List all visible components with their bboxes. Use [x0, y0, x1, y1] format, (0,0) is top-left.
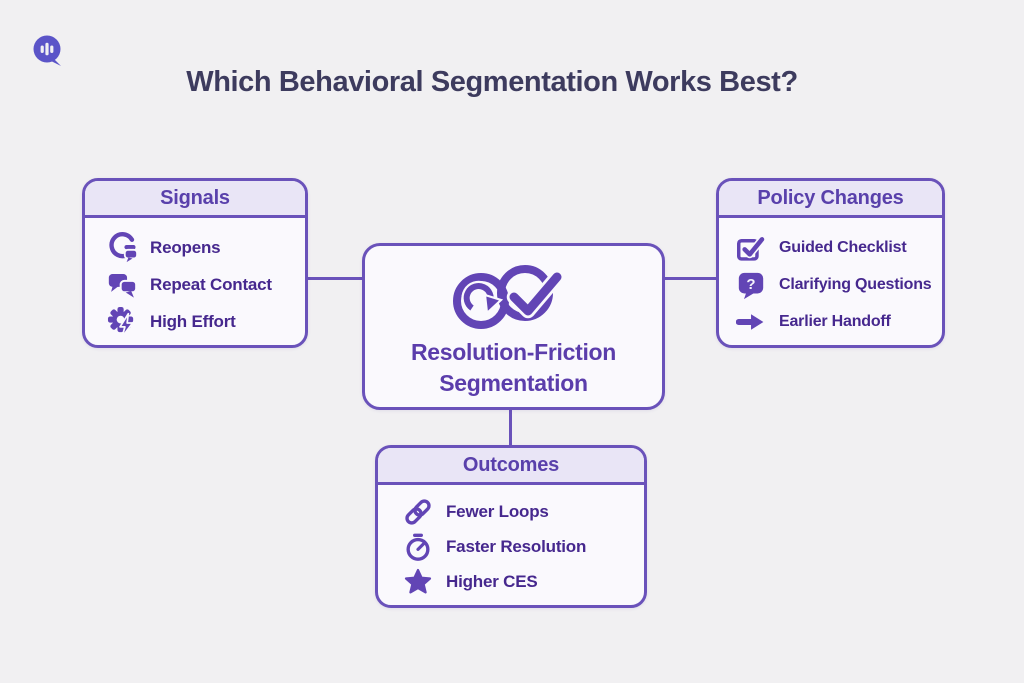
- signals-panel-title: Signals: [160, 186, 230, 209]
- list-item: Higher CES: [402, 564, 644, 599]
- list-item: Faster Resolution: [402, 529, 644, 564]
- outcomes-panel: Outcomes Fewer Loops: [375, 445, 647, 608]
- item-label: High Effort: [150, 311, 236, 331]
- checkbox-check-icon: [735, 234, 767, 262]
- policy-changes-panel-header: Policy Changes: [719, 181, 942, 218]
- page-title: Which Behavioral Segmentation Works Best…: [186, 66, 798, 98]
- list-item: Fewer Loops: [402, 494, 644, 529]
- outcomes-panel-body: Fewer Loops Faster Resolution: [378, 485, 644, 599]
- list-item: Repeat Contact: [106, 266, 305, 303]
- center-node-label-line2: Segmentation: [439, 369, 588, 396]
- reopen-loop-bubble-icon: [106, 232, 138, 263]
- list-item: Earlier Handoff: [735, 303, 942, 340]
- item-label: Faster Resolution: [446, 536, 587, 556]
- outcomes-panel-header: Outcomes: [378, 448, 644, 485]
- connector-center-to-outcomes: [509, 408, 512, 447]
- center-node-panel: Resolution-Friction Segmentation: [362, 243, 665, 410]
- chain-link-icon: [402, 497, 434, 527]
- center-node-label: Resolution-Friction Segmentation: [411, 337, 616, 399]
- policy-changes-panel: Policy Changes Guided Checklist: [716, 178, 945, 348]
- item-label: Guided Checklist: [779, 238, 907, 256]
- repeat-chat-bubbles-icon: [106, 271, 138, 299]
- chat-bubble-equalizer-icon: [33, 35, 61, 66]
- list-item: High Effort: [106, 303, 305, 340]
- stopwatch-icon: [402, 532, 434, 562]
- star-icon: [402, 567, 434, 596]
- signals-panel-body: Reopens Repeat Contact: [85, 218, 305, 340]
- signals-panel: Signals Reopens: [82, 178, 308, 348]
- item-label: Earlier Handoff: [779, 312, 891, 330]
- item-label: Clarifying Questions: [779, 275, 932, 293]
- question-bubble-icon: ?: [735, 270, 767, 300]
- item-label: Reopens: [150, 237, 221, 257]
- item-label: Repeat Contact: [150, 274, 272, 294]
- item-label: Higher CES: [446, 571, 538, 591]
- policy-changes-panel-title: Policy Changes: [757, 186, 904, 209]
- arrow-right-icon: [735, 311, 767, 333]
- item-label: Fewer Loops: [446, 501, 549, 521]
- connector-center-to-policy: [663, 277, 718, 280]
- outcomes-panel-title: Outcomes: [462, 453, 560, 476]
- signals-panel-header: Signals: [85, 181, 305, 218]
- gear-lightning-icon: [106, 305, 138, 338]
- list-item: Guided Checklist: [735, 229, 942, 266]
- loop-check-icon: [452, 265, 564, 329]
- list-item: ? Clarifying Questions: [735, 266, 942, 303]
- connector-signals-to-center: [306, 277, 364, 280]
- brand-logo: [29, 33, 67, 71]
- svg-text:?: ?: [746, 275, 755, 292]
- list-item: Reopens: [106, 229, 305, 266]
- policy-changes-panel-body: Guided Checklist ? Clarifying Questions: [719, 218, 942, 340]
- center-node-label-line1: Resolution-Friction: [410, 339, 617, 365]
